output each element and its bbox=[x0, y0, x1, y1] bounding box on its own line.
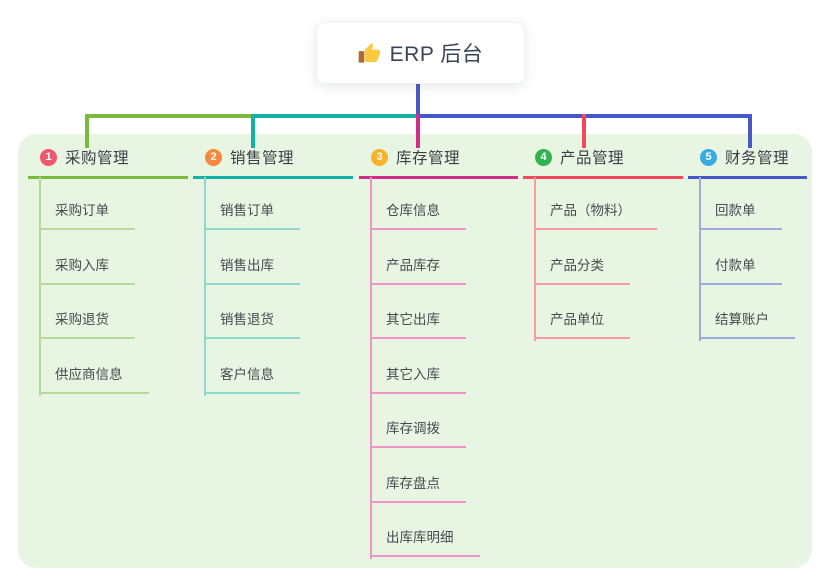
child-node[interactable]: 库存盘点 bbox=[370, 476, 466, 503]
branch-finance-management: 5 财务管理回款单付款单结算账户 bbox=[688, 146, 807, 588]
child-node-label: 其它入库 bbox=[386, 366, 440, 382]
branch-node-label: 产品管理 bbox=[560, 150, 625, 167]
branch-node-sales-management[interactable]: 2 销售管理 bbox=[193, 146, 353, 179]
child-node[interactable]: 产品分类 bbox=[534, 258, 630, 285]
branch-product-management: 4 产品管理产品（物料） 产品分类产品单位 bbox=[523, 146, 683, 588]
connector-line bbox=[416, 82, 420, 118]
branches-panel bbox=[18, 134, 812, 568]
child-node[interactable]: 供应商信息 bbox=[39, 367, 149, 394]
branch-node-product-management[interactable]: 4 产品管理 bbox=[523, 146, 683, 179]
child-node-label: 销售订单 bbox=[220, 203, 274, 218]
child-node-label: 结算账户 bbox=[715, 312, 769, 327]
branch-node-label: 销售管理 bbox=[230, 150, 295, 167]
child-node[interactable]: 仓库信息 bbox=[370, 203, 466, 230]
connector-line bbox=[251, 114, 255, 148]
child-node-label: 库存盘点 bbox=[386, 475, 440, 491]
branch-inventory-management: 3 库存管理仓库信息产品库存其它出库其它入库库存调拨库存盘点出库库明细 bbox=[359, 146, 518, 588]
child-node-label: 客户信息 bbox=[220, 366, 274, 382]
branch-index-badge: 4 bbox=[535, 148, 552, 166]
connector-line bbox=[416, 114, 420, 148]
child-node-label: 产品分类 bbox=[550, 257, 604, 273]
root-node-label: ERP 后台 bbox=[389, 43, 484, 66]
branch-index-badge: 1 bbox=[40, 148, 57, 166]
child-node[interactable]: 库存调拨 bbox=[370, 421, 466, 448]
branch-children-line bbox=[39, 177, 41, 396]
branch-children-line bbox=[534, 177, 536, 341]
child-node-label: 仓库信息 bbox=[386, 203, 440, 218]
child-node[interactable]: 产品单位 bbox=[534, 312, 630, 339]
child-node[interactable]: 结算账户 bbox=[699, 312, 795, 339]
child-node[interactable]: 采购入库 bbox=[39, 258, 135, 285]
thumbs-up-icon bbox=[358, 42, 380, 63]
child-node[interactable]: 产品（物料） bbox=[534, 203, 657, 230]
child-node[interactable]: 产品库存 bbox=[370, 258, 466, 285]
branch-purchase-management: 1 采购管理采购订单采购入库采购退货供应商信息 bbox=[28, 146, 188, 588]
branch-node-purchase-management[interactable]: 1 采购管理 bbox=[28, 146, 188, 179]
child-node-label: 产品单位 bbox=[550, 312, 604, 327]
branch-index-badge: 5 bbox=[700, 148, 717, 166]
child-node-label: 其它出库 bbox=[386, 312, 440, 327]
child-node-label: 采购订单 bbox=[55, 203, 109, 218]
branch-index-badge: 3 bbox=[371, 148, 388, 166]
child-node-label: 付款单 bbox=[715, 257, 756, 273]
child-node[interactable]: 回款单 bbox=[699, 203, 782, 230]
child-node-label: 产品库存 bbox=[386, 257, 440, 273]
child-node[interactable]: 客户信息 bbox=[204, 367, 300, 394]
connector-line bbox=[85, 114, 255, 118]
branch-children-line bbox=[370, 177, 372, 559]
child-node[interactable]: 销售退货 bbox=[204, 312, 300, 339]
child-node[interactable]: 出库库明细 bbox=[370, 530, 480, 557]
child-node[interactable]: 采购退货 bbox=[39, 312, 135, 339]
child-node-label: 库存调拨 bbox=[386, 421, 440, 436]
child-node[interactable]: 销售出库 bbox=[204, 258, 300, 285]
child-node[interactable]: 其它入库 bbox=[370, 367, 466, 394]
branch-node-finance-management[interactable]: 5 财务管理 bbox=[688, 146, 807, 179]
child-node-label: 销售出库 bbox=[220, 257, 274, 273]
connector-line bbox=[85, 114, 89, 148]
branch-node-label: 采购管理 bbox=[65, 150, 130, 167]
child-node-label: 销售退货 bbox=[220, 312, 274, 327]
child-node-label: 回款单 bbox=[715, 203, 756, 218]
child-node-label: 产品（物料） bbox=[550, 203, 631, 218]
child-node[interactable]: 其它出库 bbox=[370, 312, 466, 339]
child-node-label: 出库库明细 bbox=[386, 530, 454, 545]
connector-line bbox=[748, 114, 752, 148]
child-node[interactable]: 销售订单 bbox=[204, 203, 300, 230]
branch-children-line bbox=[699, 177, 701, 341]
branch-sales-management: 2 销售管理销售订单销售出库销售退货客户信息 bbox=[193, 146, 353, 588]
connector-line bbox=[582, 114, 586, 148]
child-node[interactable]: 采购订单 bbox=[39, 203, 135, 230]
child-node[interactable]: 付款单 bbox=[699, 258, 782, 285]
child-node-label: 采购入库 bbox=[55, 257, 109, 273]
branch-node-label: 财务管理 bbox=[725, 150, 790, 167]
connector-line bbox=[251, 114, 420, 118]
branch-index-badge: 2 bbox=[205, 148, 222, 166]
branch-node-inventory-management[interactable]: 3 库存管理 bbox=[359, 146, 518, 179]
root-node[interactable]: ERP 后台 bbox=[316, 22, 525, 84]
branch-node-label: 库存管理 bbox=[396, 150, 461, 167]
child-node-label: 采购退货 bbox=[55, 312, 109, 327]
child-node-label: 供应商信息 bbox=[55, 366, 123, 382]
branch-children-line bbox=[204, 177, 206, 396]
